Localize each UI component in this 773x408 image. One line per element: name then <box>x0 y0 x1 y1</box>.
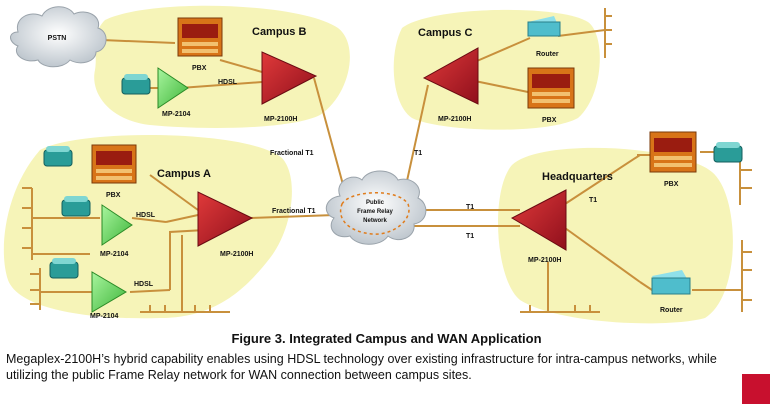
mp2104-label-campus-a-upper: MP-2104 <box>100 251 129 258</box>
pbx-label-campus-b: PBX <box>192 65 207 72</box>
hdsl-label-campus-b: HDSL <box>218 79 238 86</box>
t1-label-hq-pbx: T1 <box>589 197 597 204</box>
phone-icon <box>61 196 91 217</box>
campus-b-label: Campus B <box>252 26 306 38</box>
t1-label-campus-c: T1 <box>414 150 422 157</box>
mp2100h-campus-b <box>261 51 318 105</box>
frame-relay-cloud: Public Frame Relay Network <box>325 170 427 245</box>
fractional-t1-label-lower: Fractional T1 <box>272 208 316 215</box>
pbx-campus-a <box>91 144 137 184</box>
mp2104-label-campus-a-lower: MP-2104 <box>90 313 119 320</box>
mp2100h-label-headquarters: MP-2100H <box>528 257 561 264</box>
phone-icon <box>49 258 79 279</box>
headquarters-area <box>498 147 733 324</box>
pstn-cloud: PSTN <box>10 6 107 68</box>
pbx-campus-c <box>527 67 575 109</box>
mp2104-label-campus-b: MP-2104 <box>162 111 191 118</box>
mp2104-campus-a-lower <box>91 271 127 313</box>
phone-icon <box>43 146 73 167</box>
mp2100h-headquarters <box>510 189 567 251</box>
network-diagram: PSTN Public Frame Relay Network <box>3 5 752 324</box>
frame-relay-line2: Frame Relay <box>357 209 393 215</box>
pstn-label: PSTN <box>48 35 67 42</box>
frame-relay-line3: Network <box>363 218 387 224</box>
campus-c-label: Campus C <box>418 27 472 39</box>
mp2100h-campus-c <box>422 47 479 105</box>
campus-a-label: Campus A <box>157 168 211 180</box>
page-corner-marker <box>742 374 770 404</box>
headquarters-label: Headquarters <box>542 171 613 183</box>
mp2100h-campus-a <box>197 191 254 247</box>
pbx-label-headquarters: PBX <box>664 181 679 188</box>
t1-label-hq-lower: T1 <box>466 233 474 240</box>
pbx-headquarters <box>649 131 697 173</box>
hdsl-label-campus-a-lower: HDSL <box>134 281 154 288</box>
pbx-label-campus-c: PBX <box>542 117 557 124</box>
mp2100h-label-campus-a: MP-2100H <box>220 251 253 258</box>
hdsl-label-campus-a-upper: HDSL <box>136 212 156 219</box>
phone-icon <box>121 74 151 95</box>
mp2104-campus-a-upper <box>101 204 133 246</box>
figure-caption: Megaplex-2100H’s hybrid capability enabl… <box>6 352 717 382</box>
pbx-label-campus-a: PBX <box>106 192 121 199</box>
pbx-campus-b <box>177 17 223 57</box>
router-headquarters <box>651 270 691 295</box>
frame-relay-line1: Public <box>366 200 385 206</box>
mp2100h-label-campus-c: MP-2100H <box>438 116 471 123</box>
router-label-headquarters: Router <box>660 307 683 314</box>
figure-title: Figure 3. Integrated Campus and WAN Appl… <box>231 331 542 346</box>
mp2104-campus-b <box>157 67 189 109</box>
router-label-campus-c: Router <box>536 51 559 58</box>
t1-label-hq-upper: T1 <box>466 204 474 211</box>
router-campus-c <box>527 16 561 37</box>
phone-icon <box>713 142 743 163</box>
mp2100h-label-campus-b: MP-2100H <box>264 116 297 123</box>
fractional-t1-label-upper: Fractional T1 <box>270 150 314 157</box>
